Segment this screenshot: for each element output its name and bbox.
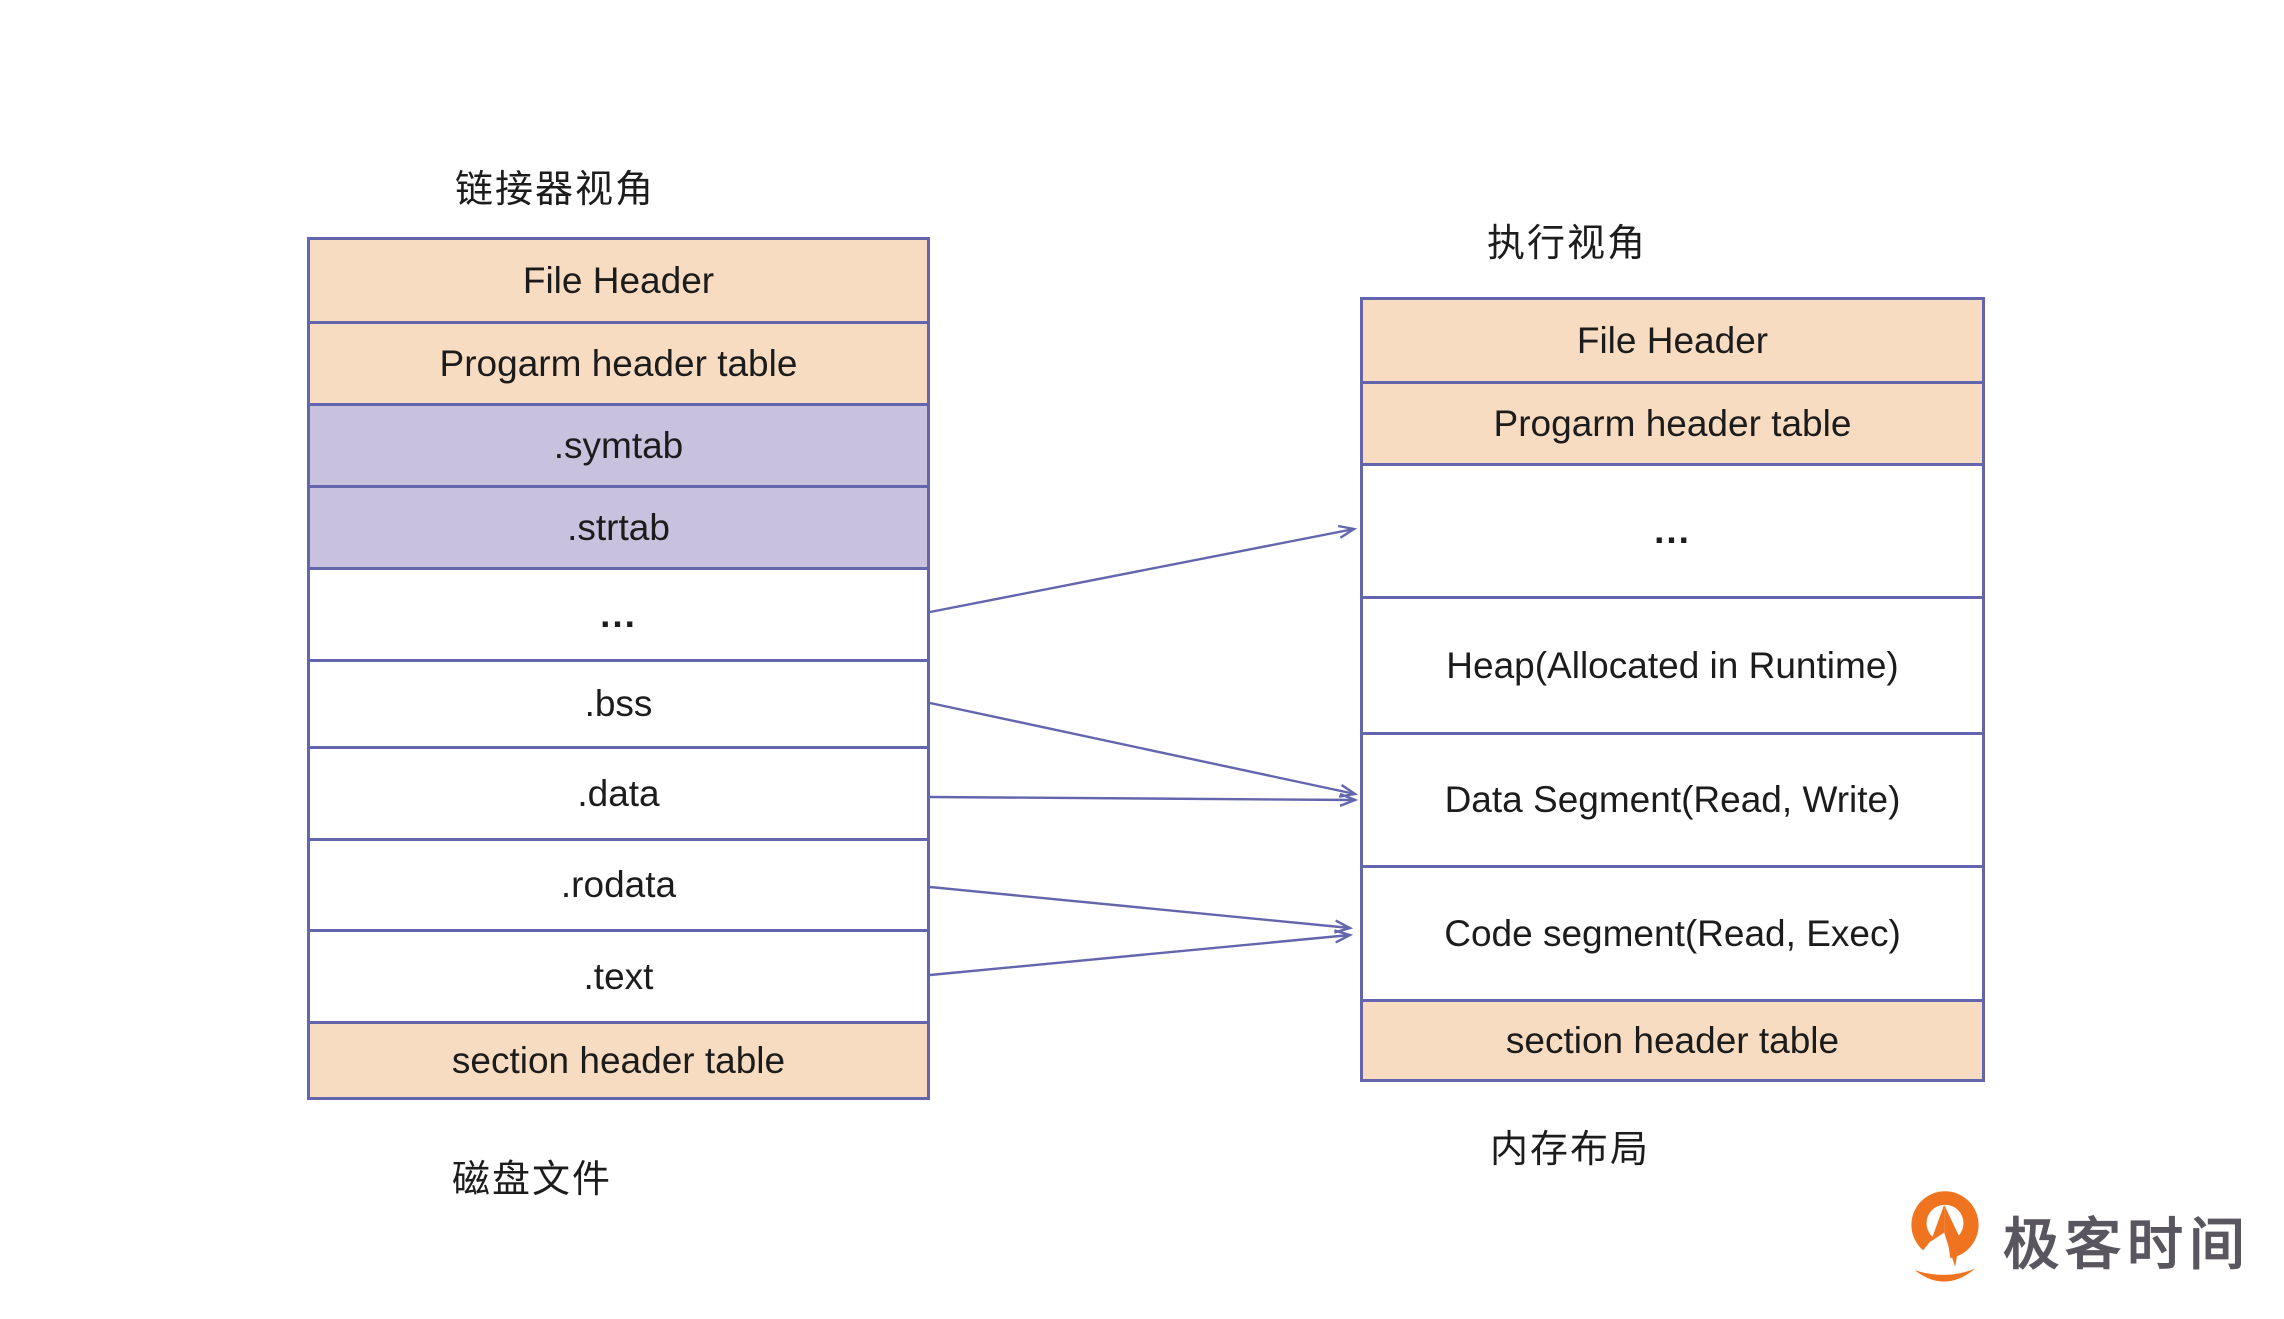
geektime-logo-icon	[1911, 1191, 1979, 1282]
execution-view-title: 执行视角	[1486, 223, 1648, 265]
table-row: Data Segment(Read, Write)	[1363, 732, 1982, 865]
table-row: ...	[310, 567, 927, 659]
arrow-text-to-code-segment	[929, 935, 1350, 977]
table-row: Progarm header table	[310, 321, 927, 403]
row-label: Progarm header table	[439, 342, 798, 384]
row-label: section header table	[451, 1039, 786, 1081]
disk-file-caption: 磁盘文件	[451, 1159, 613, 1201]
table-row: .rodata	[310, 838, 927, 929]
row-label: .data	[577, 772, 660, 814]
row-label: ...	[1654, 510, 1691, 551]
row-label: .strtab	[567, 506, 670, 548]
row-label: Progarm header table	[1493, 402, 1852, 444]
memory-layout-caption: 内存布局	[1489, 1129, 1651, 1171]
table-row: Code segment(Read, Exec)	[1363, 865, 1982, 999]
table-row: Progarm header table	[1363, 381, 1982, 463]
table-row: File Header	[310, 240, 927, 321]
arrow-dots-to-dots	[929, 529, 1354, 614]
row-label: Data Segment(Read, Write)	[1444, 779, 1901, 820]
table-row: section header table	[310, 1021, 927, 1097]
row-label: .text	[583, 955, 654, 997]
row-label: File Header	[522, 259, 715, 301]
table-row: ...	[1363, 463, 1982, 596]
row-label: section header table	[1505, 1019, 1840, 1061]
linker-view-table: File Header Progarm header table .symtab…	[307, 237, 930, 1100]
row-label: ...	[600, 593, 637, 635]
table-row: section header table	[1363, 999, 1982, 1079]
row-label: .bss	[584, 683, 653, 724]
table-row: .bss	[310, 659, 927, 746]
memory-layout-table: File Header Progarm header table ... Hea…	[1360, 297, 1985, 1082]
geektime-logo: 极客时间	[1903, 1186, 2251, 1294]
row-label: .rodata	[560, 864, 677, 905]
table-row: Heap(Allocated in Runtime)	[1363, 596, 1982, 732]
table-row: .symtab	[310, 403, 927, 485]
table-row: .text	[310, 929, 927, 1021]
geektime-logo-text: 极客时间	[2003, 1212, 2251, 1276]
row-label: Heap(Allocated in Runtime)	[1446, 644, 1899, 686]
table-row: File Header	[1363, 300, 1982, 381]
arrow-rodata-to-code-segment	[929, 885, 1350, 928]
row-label: Code segment(Read, Exec)	[1444, 912, 1901, 954]
table-row: .strtab	[310, 485, 927, 567]
table-row: .data	[310, 746, 927, 838]
row-label: .symtab	[553, 424, 684, 466]
linker-view-title: 链接器视角	[454, 169, 656, 211]
arrow-data-to-data-segment	[929, 797, 1355, 800]
row-label: File Header	[1576, 319, 1769, 361]
arrow-bss-to-data-segment	[929, 701, 1355, 794]
